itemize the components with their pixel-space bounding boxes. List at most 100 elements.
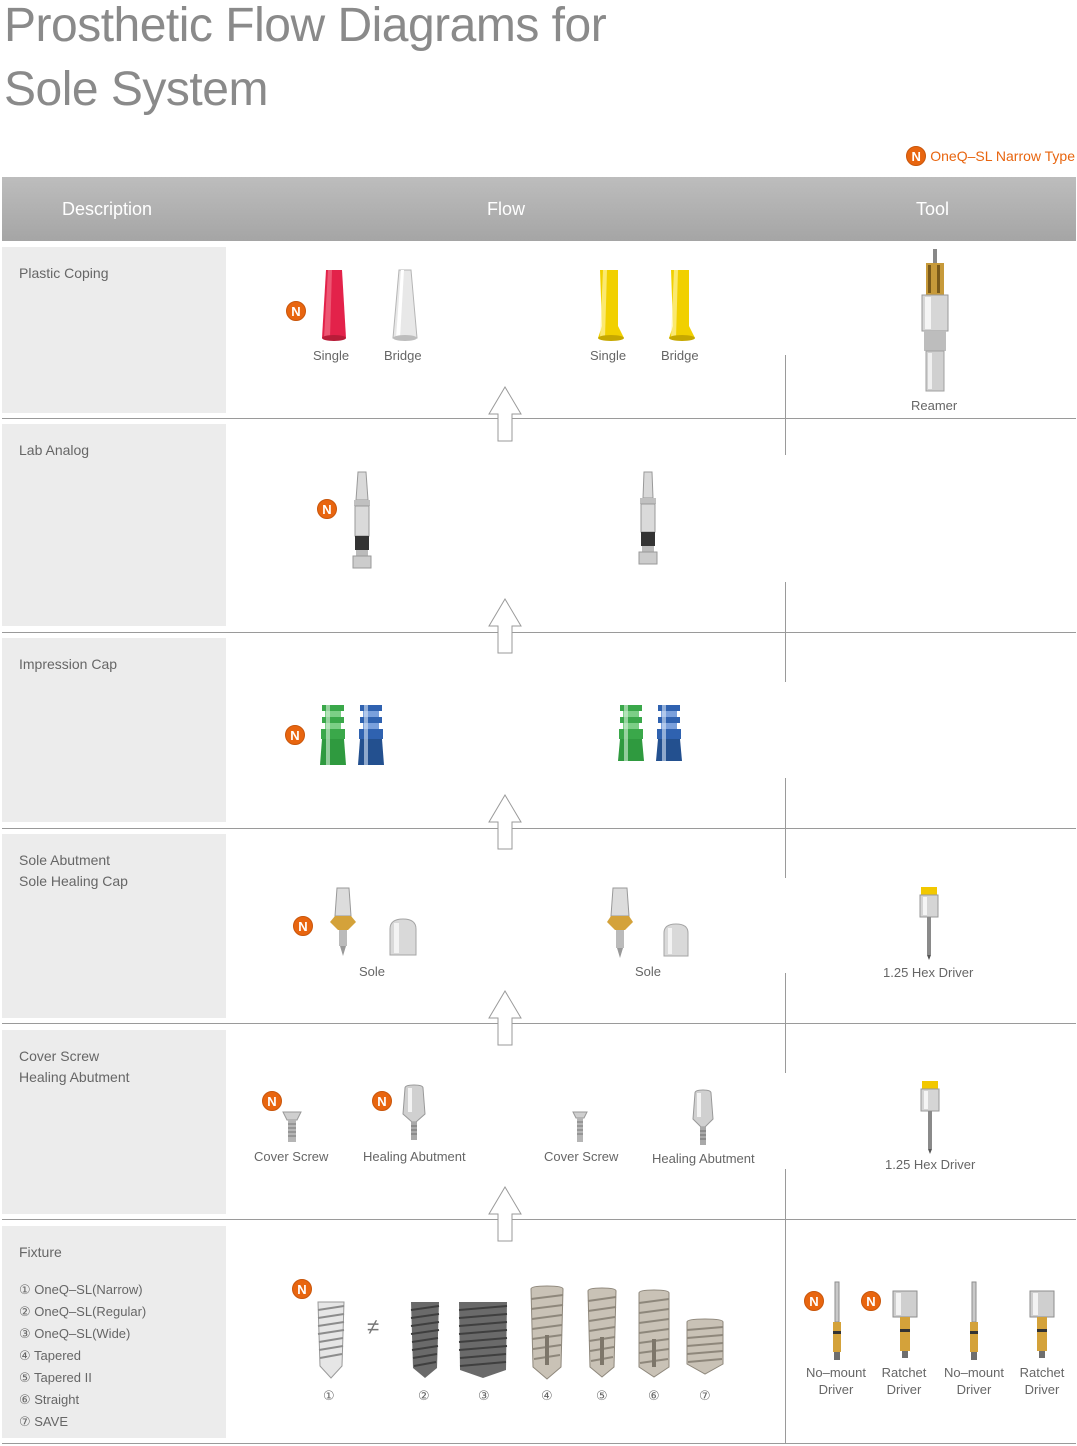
desc-cell: Sole Abutment Sole Healing Cap (2, 834, 226, 1018)
narrow-badge-icon: N (292, 1279, 312, 1299)
healing-label: Healing Abutment (652, 1151, 755, 1166)
fixture-item: ⑥ Straight (19, 1392, 80, 1407)
sole-abutment-icon (330, 887, 356, 956)
flow-arrow-icon (488, 990, 522, 1046)
tool-label: Reamer (911, 398, 958, 413)
row-title: Sole Healing Cap (19, 873, 128, 889)
healing-cap-icon (389, 918, 417, 956)
yellow-coping-icon (598, 270, 624, 341)
abutment-label: Sole (359, 964, 386, 979)
fixture-item: ⑦ SAVE (19, 1414, 68, 1429)
yellow-coping-icon (669, 270, 695, 341)
tool-divider (785, 973, 786, 1073)
row-divider (2, 1219, 1076, 1220)
red-coping-icon (322, 270, 346, 341)
healing-abutment-icon (692, 1089, 714, 1145)
table-header: Description Flow Tool (2, 177, 1076, 241)
flow-arrow-icon (488, 598, 522, 654)
row-title: Impression Cap (19, 656, 118, 672)
healing-abutment-icon (402, 1084, 426, 1140)
fixture-number: ① (323, 1388, 335, 1403)
fixture-item: ① OneQ–SL(Narrow) (19, 1282, 143, 1297)
title-line-2: Sole System (4, 63, 268, 116)
flow-arrow-icon (488, 794, 522, 850)
hex-driver-icon (920, 1081, 940, 1154)
row-divider (2, 1023, 1076, 1024)
row-title: Sole Abutment (19, 852, 111, 868)
sole-abutment-icon (607, 887, 633, 958)
fixture-number: ③ (478, 1388, 490, 1403)
tool-label-line: Driver (818, 1382, 854, 1397)
fixture-wide-icon (458, 1302, 508, 1378)
tool-label: No–mount Driver (804, 1364, 868, 1398)
row-title: Lab Analog (19, 442, 90, 458)
fixture-tapered-icon (530, 1285, 564, 1380)
tool-label-line: No–mount (806, 1365, 866, 1380)
row-impression-cap: Impression Cap (2, 638, 1076, 822)
row-fixture: Fixture ① OneQ–SL(Narrow) ② OneQ–SL(Regu… (2, 1226, 1076, 1438)
tool-divider (785, 778, 786, 878)
fixture-item: ② OneQ–SL(Regular) (19, 1304, 147, 1319)
fixture-number: ② (418, 1388, 430, 1403)
reamer-icon (921, 249, 949, 392)
healing-label: Healing Abutment (363, 1149, 466, 1164)
narrow-type-legend: N OneQ–SL Narrow Type (906, 146, 1075, 166)
fixture-regular-icon (410, 1302, 440, 1378)
white-coping-icon (392, 269, 418, 341)
cover-screw-icon (282, 1111, 302, 1142)
narrow-badge-icon: N (293, 916, 313, 936)
desc-cell: Plastic Coping (2, 247, 226, 413)
no-mount-driver-icon (833, 1281, 841, 1360)
desc-cell: Lab Analog (2, 424, 226, 626)
fixture-number: ⑦ (699, 1388, 711, 1403)
narrow-badge-icon: N (317, 499, 337, 519)
cover-label: Cover Screw (254, 1149, 329, 1164)
header-tool: Tool (916, 199, 950, 219)
ratchet-driver-icon (892, 1290, 918, 1358)
tool-label-line: Driver (886, 1382, 922, 1397)
desc-cell: Impression Cap (2, 638, 226, 822)
abutment-label: Sole (635, 964, 662, 979)
tool-label: No–mount Driver (941, 1364, 1007, 1398)
row-lab-analog: Lab Analog (2, 424, 1076, 626)
fixture-number: ⑥ (648, 1388, 660, 1403)
tool-label: 1.25 Hex Driver (885, 1157, 976, 1172)
tool-divider (785, 1169, 786, 1443)
row-divider (2, 1443, 1076, 1444)
tool-label-line: Ratchet (881, 1365, 927, 1380)
flow-arrow-icon (488, 1186, 522, 1242)
coping-label: Bridge (384, 348, 422, 363)
narrow-badge-icon: N (286, 301, 306, 321)
fixture-straight-icon (638, 1289, 670, 1378)
flow-arrow-icon (488, 386, 522, 442)
page-title: Prosthetic Flow Diagrams for Sole System (4, 0, 607, 122)
row-divider (2, 632, 1076, 633)
cover-screw-icon (572, 1111, 588, 1142)
fixture-number: ⑤ (596, 1388, 608, 1403)
narrow-badge-icon: N (262, 1091, 282, 1111)
row-divider (2, 828, 1076, 829)
header-flow: Flow (487, 199, 526, 219)
lab-analog-icon (638, 471, 658, 565)
narrow-badge-icon: N (861, 1291, 881, 1311)
row-title: Fixture (19, 1244, 62, 1260)
lab-analog-icon (352, 471, 372, 569)
desc-cell: Cover Screw Healing Abutment (2, 1030, 226, 1214)
tool-label-line: Ratchet (1019, 1365, 1065, 1380)
fixture-number: ④ (541, 1388, 553, 1403)
fixture-item: ⑤ Tapered II (19, 1370, 92, 1385)
healing-cap-icon (663, 923, 689, 957)
narrow-badge-icon: N (285, 725, 305, 745)
tool-label: Ratchet Driver (874, 1364, 934, 1398)
title-line-1: Prosthetic Flow Diagrams for (4, 0, 607, 52)
coping-label: Single (590, 348, 627, 363)
narrow-badge-icon: N (804, 1291, 824, 1311)
row-plastic-coping: Plastic Coping (2, 247, 1076, 413)
tool-label: 1.25 Hex Driver (883, 965, 974, 980)
hex-driver-icon (919, 887, 939, 960)
fixture-item: ④ Tapered (19, 1348, 82, 1363)
fixture-item: ③ OneQ–SL(Wide) (19, 1326, 131, 1341)
row-title: Cover Screw (19, 1048, 100, 1064)
row-sole-abutment: Sole Abutment Sole Healing Cap (2, 834, 1076, 1018)
row-divider (2, 418, 1076, 419)
